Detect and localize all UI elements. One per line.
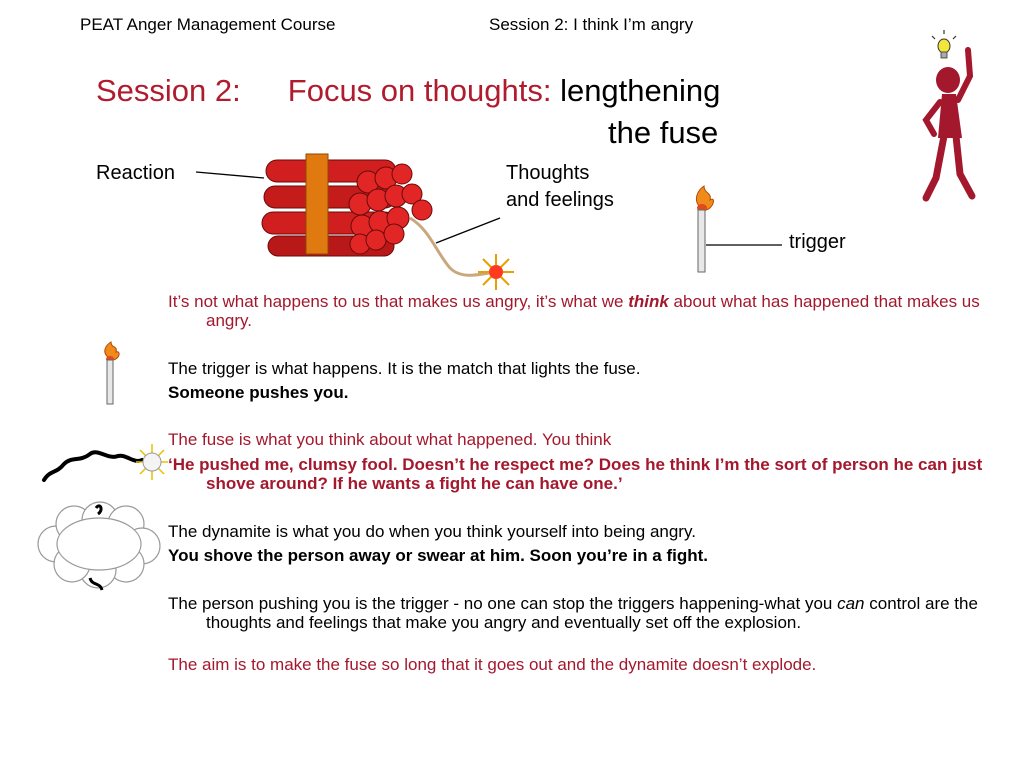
thoughts-label-line2: and feelings bbox=[506, 189, 614, 211]
fuse-example-quote: ‘He pushed me, clumsy fool. Doesn’t he r… bbox=[168, 455, 983, 493]
trigger-example: Someone pushes you. bbox=[168, 383, 349, 402]
intro-text-start: It’s not what happens to us that makes u… bbox=[168, 292, 629, 311]
title-line2: the fuse bbox=[608, 115, 719, 150]
intro-text-end: about what has happened that makes us an… bbox=[206, 292, 980, 330]
can-emphasis: can bbox=[837, 594, 865, 613]
dynamite-icon bbox=[261, 153, 514, 290]
thinking-figure-icon bbox=[922, 30, 976, 202]
header-course: PEAT Anger Management Course bbox=[80, 15, 336, 34]
explosion-cloud-icon bbox=[37, 501, 161, 591]
control-text-end: control are the thoughts and feelings th… bbox=[206, 594, 978, 632]
control-paragraph: The person pushing you is the trigger - … bbox=[168, 594, 996, 632]
title-focus: Focus on thoughts: bbox=[287, 73, 552, 108]
fuse-paragraph: The fuse is what you think about what ha… bbox=[168, 430, 612, 449]
page-title: Session 2: Focus on thoughts: lengthening bbox=[96, 71, 720, 111]
trigger-label: trigger bbox=[789, 231, 846, 253]
dynamite-example: You shove the person away or swear at hi… bbox=[168, 546, 709, 565]
lightbulb-icon bbox=[931, 30, 957, 59]
trigger-paragraph: The trigger is what happens. It is the m… bbox=[168, 359, 641, 378]
intro-paragraph: It’s not what happens to us that makes u… bbox=[168, 292, 996, 330]
match-icon bbox=[104, 341, 120, 405]
reaction-label: Reaction bbox=[96, 162, 175, 184]
thoughts-label-line1: Thoughts bbox=[506, 162, 590, 184]
reaction-connector bbox=[195, 171, 782, 246]
aim-paragraph: The aim is to make the fuse so long that… bbox=[168, 655, 817, 674]
title-lengthening: lengthening bbox=[560, 73, 721, 108]
dynamite-paragraph: The dynamite is what you do when you thi… bbox=[168, 522, 696, 541]
think-emphasis: think bbox=[628, 292, 669, 311]
match-icon bbox=[695, 185, 714, 273]
control-text-start: The person pushing you is the trigger - … bbox=[168, 594, 838, 613]
title-session: Session 2: bbox=[96, 73, 241, 108]
short-fuse-icon bbox=[42, 444, 168, 482]
header-session: Session 2: I think I’m angry bbox=[489, 15, 694, 34]
